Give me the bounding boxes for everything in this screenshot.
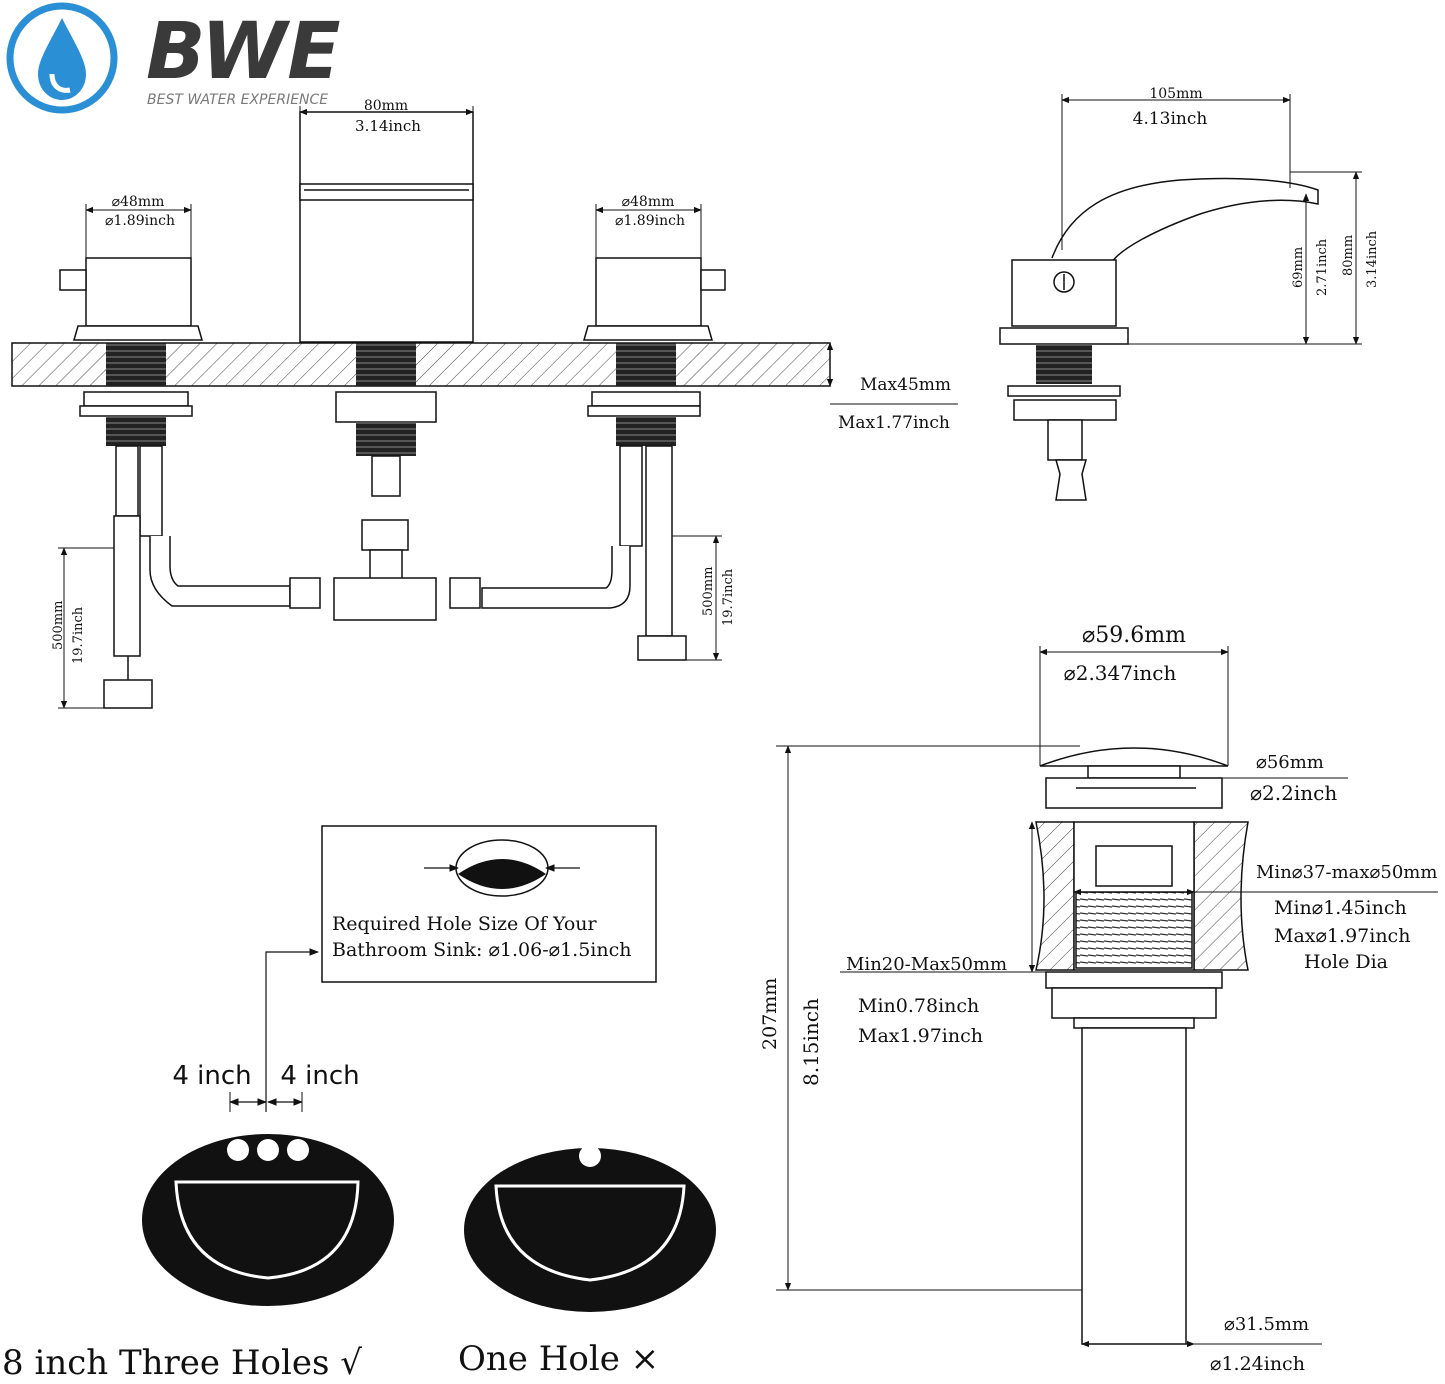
cap-dia-mm: ⌀59.6mm — [1082, 623, 1186, 648]
brand-tagline: BEST WATER EXPERIENCE — [147, 92, 328, 108]
drain-length-in: 8.15inch — [799, 998, 823, 1086]
one-hole-sink: One Hole × — [458, 1145, 716, 1379]
left-mixing-hose — [149, 536, 291, 607]
left-handle-dia-mm: ⌀48mm — [112, 194, 165, 210]
tail-dia-mm: ⌀31.5mm — [1224, 1314, 1309, 1335]
single-hole-icon — [579, 1145, 601, 1167]
sink-section-right — [1193, 821, 1249, 971]
drain-cap — [1039, 747, 1229, 767]
cap-dia-in: ⌀2.347inch — [1064, 661, 1177, 685]
three-hole-sink: 4 inch 4 inch 8 inch Three Holes √ — [2, 1061, 394, 1383]
side-dimensions — [1061, 94, 1362, 345]
spout-width-mm: 80mm — [364, 98, 408, 114]
one-hole-label: One Hole × — [458, 1339, 659, 1379]
drain-length-mm: 207mm — [759, 978, 781, 1050]
drain-labels: ⌀59.6mm ⌀2.347inch ⌀56mm ⌀2.2inch Min⌀37… — [759, 623, 1437, 1375]
left-handle — [85, 257, 192, 327]
left-hose-mm: 500mm — [51, 601, 66, 650]
side-view — [999, 177, 1319, 501]
right-hose-mm: 500mm — [701, 567, 716, 616]
right-supply-hose — [645, 445, 673, 637]
reach-mm: 105mm — [1149, 86, 1202, 102]
hole-range-mm: Min⌀37-max⌀50mm — [1256, 862, 1437, 883]
side-labels: 105mm 4.13inch 69mm 2.71inch 80mm 3.14in… — [1133, 86, 1380, 296]
hole-right-icon — [287, 1139, 309, 1161]
brand-name: BWE — [146, 7, 341, 97]
pop-up-drain — [1035, 747, 1249, 1345]
tail-pipe — [1081, 1027, 1187, 1345]
brand-logo: BWE BEST WATER EXPERIENCE — [6, 2, 341, 114]
spout-height-in: 2.71inch — [1315, 238, 1330, 296]
tail-dia-in: ⌀1.24inch — [1210, 1353, 1305, 1375]
hole-min-in: Min⌀1.45inch — [1274, 897, 1407, 919]
right-handle — [595, 257, 702, 327]
right-mixing-hose — [481, 546, 631, 609]
hole-max-in: Max⌀1.97inch — [1274, 925, 1410, 947]
side-handle — [1011, 259, 1117, 327]
deck-max-in: Max1.77inch — [838, 413, 950, 433]
center-thread — [356, 343, 416, 386]
spacing-left: 4 inch — [172, 1061, 251, 1091]
right-handle-dia-in: ⌀1.89inch — [615, 213, 685, 229]
logo-ring-icon — [6, 2, 118, 114]
center-spout — [299, 111, 474, 343]
front-view — [11, 111, 831, 709]
hole-dia-label: Hole Dia — [1304, 951, 1388, 973]
hole-note-line1: Required Hole Size Of Your — [332, 913, 598, 935]
right-handle-dia-mm: ⌀48mm — [622, 194, 675, 210]
spout-width-in: 3.14inch — [355, 117, 421, 135]
hole-size-note: Required Hole Size Of Your Bathroom Sink… — [265, 825, 657, 1112]
thickness-min-in: Min0.78inch — [858, 995, 979, 1017]
hole-left-icon — [227, 1139, 249, 1161]
sink-section-left — [1035, 821, 1075, 971]
left-thread — [106, 343, 166, 386]
one-hole-sink-basin — [464, 1148, 716, 1312]
total-height-in: 3.14inch — [1365, 230, 1380, 288]
reach-in: 4.13inch — [1133, 109, 1208, 129]
water-drop-icon — [38, 18, 86, 100]
flange-dia-mm: ⌀56mm — [1256, 752, 1324, 773]
front-dimensions — [58, 106, 958, 709]
thickness-max-in: Max1.97inch — [858, 1025, 983, 1047]
total-height-mm: 80mm — [1341, 235, 1356, 276]
three-hole-sink-basin — [142, 1134, 394, 1306]
hole-note-line2: Bathroom Sink: ⌀1.06-⌀1.5inch — [332, 939, 631, 961]
left-supply-hose — [113, 515, 141, 657]
drain-dimensions — [776, 646, 1438, 1348]
side-spout — [1051, 177, 1319, 263]
front-labels: 80mm 3.14inch ⌀48mm ⌀1.89inch ⌀48mm ⌀1.8… — [51, 98, 951, 664]
right-thread — [616, 343, 676, 386]
spout-height-mm: 69mm — [1291, 247, 1306, 288]
right-hose-in: 19.7inch — [721, 568, 736, 626]
flange-dia-in: ⌀2.2inch — [1250, 781, 1337, 805]
thickness-mm: Min20-Max50mm — [846, 954, 1007, 975]
three-holes-label: 8 inch Three Holes √ — [2, 1343, 362, 1383]
center-tee — [333, 577, 437, 621]
deck-max-mm: Max45mm — [860, 375, 951, 395]
hole-center-icon — [257, 1139, 279, 1161]
left-hose-in: 19.7inch — [71, 606, 86, 664]
spacing-right: 4 inch — [280, 1061, 359, 1091]
left-handle-dia-in: ⌀1.89inch — [105, 213, 175, 229]
